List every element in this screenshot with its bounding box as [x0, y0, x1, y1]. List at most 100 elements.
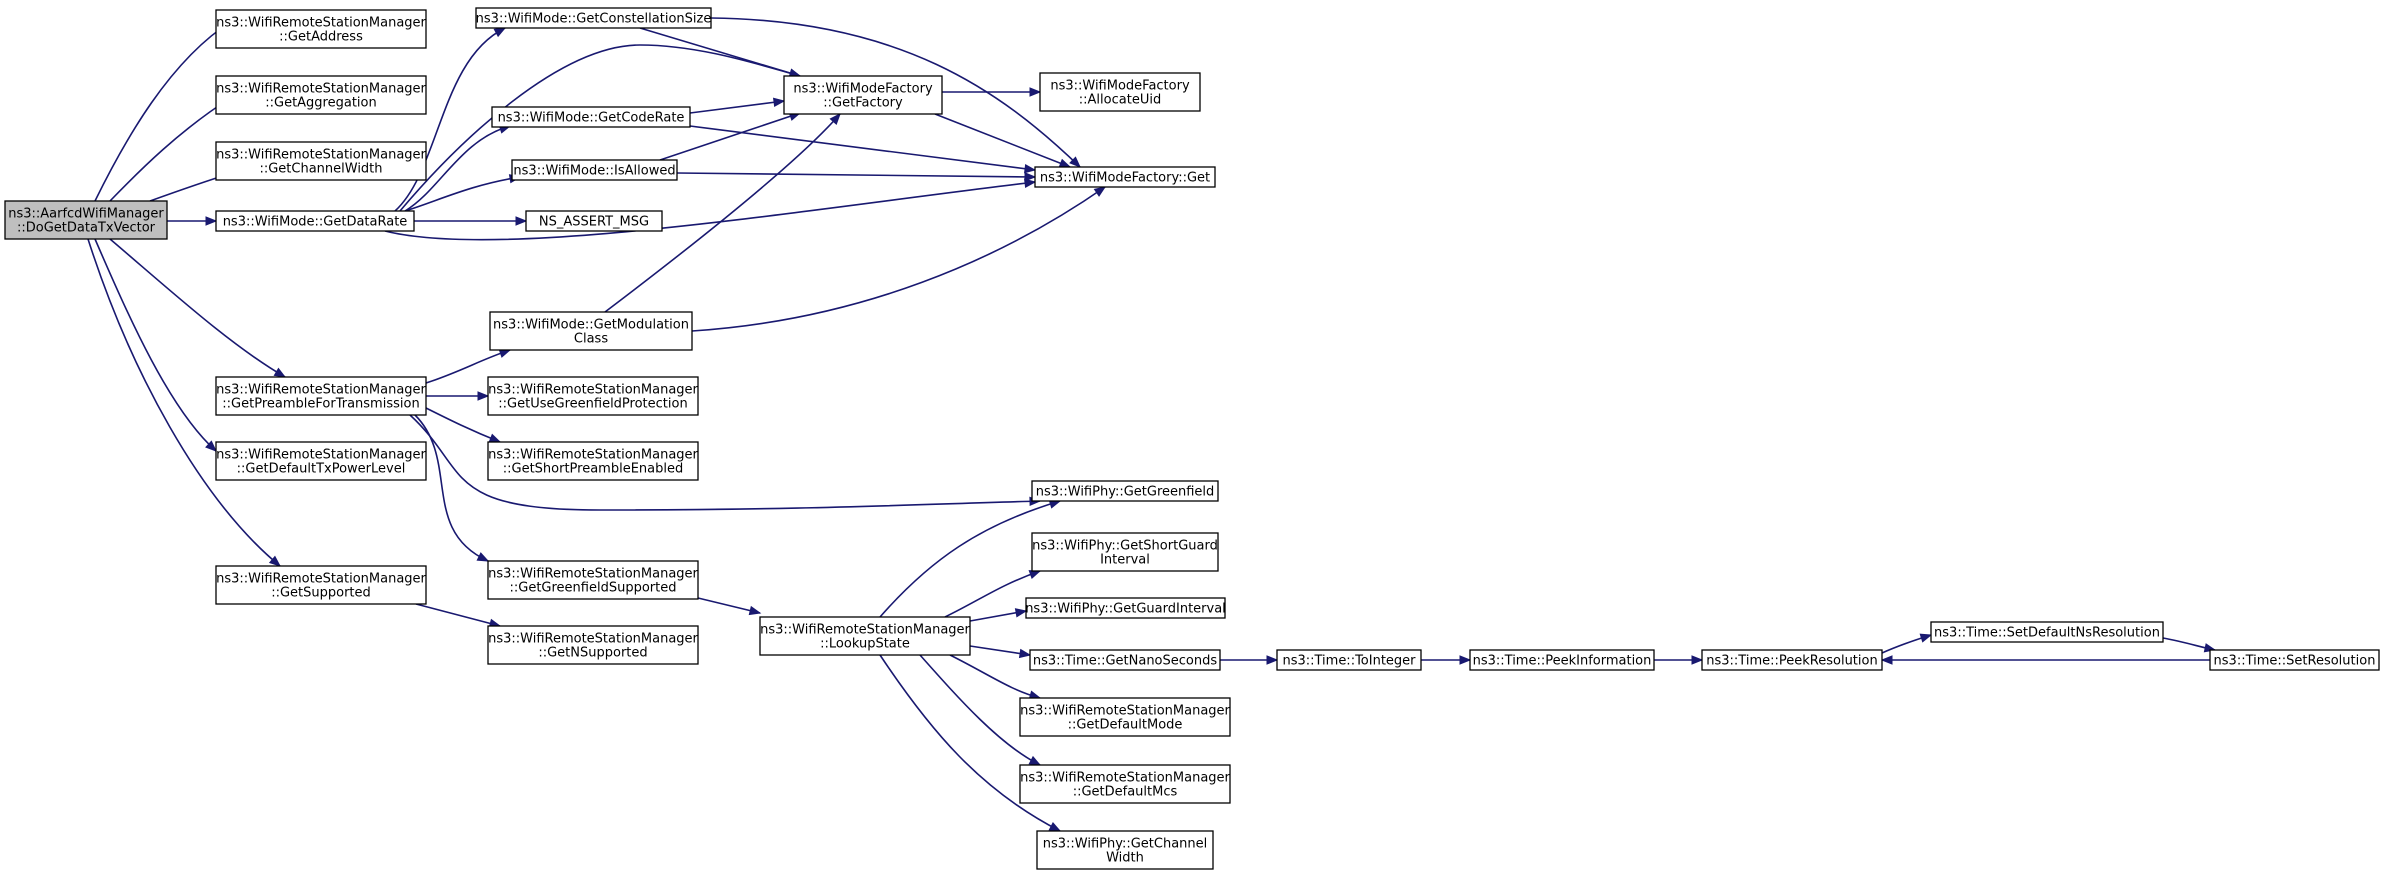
arrowhead [1266, 655, 1279, 665]
arrowhead [1029, 87, 1042, 97]
arrowhead [1014, 608, 1028, 618]
node-label-line: ns3::WifiRemoteStationManager [488, 632, 698, 647]
node-box [1039, 72, 1201, 112]
node-getconst[interactable]: ns3::WifiMode::GetConstellationSize [475, 7, 712, 29]
node-label-line: ns3::WifiRemoteStationManager [216, 572, 426, 587]
node-label-line: Class [574, 332, 608, 347]
node-label-line: ::AllocateUid [1079, 93, 1161, 108]
node-label-line: ::GetChannelWidth [259, 162, 382, 177]
node-getdefmcs[interactable]: ns3::WifiRemoteStationManager::GetDefaul… [1019, 764, 1231, 804]
node-box [783, 75, 943, 115]
arrowhead [1459, 655, 1472, 665]
node-label-line: ns3::WifiModeFactory::Get [1040, 171, 1210, 186]
node-getaddr[interactable]: ns3::WifiRemoteStationManager::GetAddres… [215, 9, 427, 49]
node-label-line: ns3::WifiPhy::GetGuardInterval [1025, 602, 1226, 617]
node-label-line: ns3::WifiRemoteStationManager [216, 82, 426, 97]
arrowhead [1069, 156, 1081, 168]
edge-lookup-to-getgi [969, 608, 1028, 622]
node-label-line: ns3::WifiRemoteStationManager [488, 383, 698, 398]
node-factget[interactable]: ns3::WifiModeFactory::Get [1034, 166, 1216, 188]
node-getchw[interactable]: ns3::WifiRemoteStationManager::GetChanne… [215, 141, 427, 181]
node-getnsupp[interactable]: ns3::WifiRemoteStationManager::GetNSuppo… [487, 625, 699, 665]
node-peekinfo[interactable]: ns3::Time::PeekInformation [1469, 649, 1655, 671]
arrowhead [829, 112, 841, 125]
edge-root-to-getdefaulttx [94, 238, 217, 452]
node-box [525, 210, 663, 232]
node-box [511, 159, 678, 181]
node-getchwphy[interactable]: ns3::WifiPhy::GetChannelWidth [1036, 830, 1214, 870]
node-getdefaulttx[interactable]: ns3::WifiRemoteStationManager::GetDefaul… [215, 441, 427, 481]
node-getgi[interactable]: ns3::WifiPhy::GetGuardInterval [1025, 597, 1226, 619]
arrowhead [1058, 158, 1072, 168]
node-allocuid[interactable]: ns3::WifiModeFactory::AllocateUid [1039, 72, 1201, 112]
node-label-line: ns3::Time::SetResolution [2214, 654, 2376, 669]
arrowhead [477, 391, 490, 401]
edge-getfactory-to-allocuid [942, 87, 1042, 97]
edge-root-to-getaggr [109, 96, 234, 202]
node-label-line: ::GetFactory [823, 96, 903, 111]
node-label-line: NS_ASSERT_MSG [539, 215, 649, 230]
node-getgfsupp[interactable]: ns3::WifiRemoteStationManager::GetGreenf… [487, 560, 699, 600]
node-label-line: ns3::Time::PeekResolution [1706, 654, 1877, 669]
node-label-line: ns3::WifiRemoteStationManager [216, 448, 426, 463]
node-setdefns[interactable]: ns3::Time::SetDefaultNsResolution [1930, 621, 2164, 643]
arrowhead [1028, 755, 1042, 766]
node-label-line: ns3::WifiPhy::GetGreenfield [1036, 485, 1215, 500]
node-label-line: ns3::AarfcdWifiManager [8, 207, 164, 222]
arrowhead [1048, 821, 1062, 832]
node-box [215, 141, 427, 181]
node-getgf[interactable]: ns3::WifiPhy::GetGreenfield [1031, 480, 1219, 502]
node-label-line: ::GetDefaultMcs [1073, 785, 1178, 800]
node-label-line: ns3::WifiRemoteStationManager [1020, 704, 1230, 719]
node-box [487, 560, 699, 600]
arrowhead [1024, 172, 1037, 182]
node-getfactory[interactable]: ns3::WifiModeFactory::GetFactory [783, 75, 943, 115]
node-getaggr[interactable]: ns3::WifiRemoteStationManager::GetAggreg… [215, 75, 427, 115]
edge-getdatarate-to-getfactory [399, 44, 802, 212]
node-box [1701, 649, 1883, 671]
node-peekres[interactable]: ns3::Time::PeekResolution [1701, 649, 1883, 671]
edge-getcoderate-to-getfactory [689, 97, 786, 114]
arrowhead [476, 552, 490, 562]
call-nodes: ns3::AarfcdWifiManager::DoGetDataTxVecto… [4, 7, 2380, 870]
node-getshortpre[interactable]: ns3::WifiRemoteStationManager::GetShortP… [487, 441, 699, 481]
node-label-line: ns3::WifiMode::IsAllowed [513, 164, 675, 179]
edge-lookup-to-getchwphy [879, 654, 1062, 832]
node-getdatarate[interactable]: ns3::WifiMode::GetDataRate [215, 210, 415, 232]
node-lookup[interactable]: ns3::WifiRemoteStationManager::LookupSta… [759, 616, 971, 656]
edge-isallowed-to-factget [676, 172, 1037, 182]
node-box [489, 311, 693, 351]
node-box [487, 625, 699, 665]
node-label-line: ::GetGreenfieldSupported [510, 581, 677, 596]
node-label-line: ::DoGetDataTxVector [17, 221, 156, 236]
node-label-line: ns3::WifiRemoteStationManager [1020, 771, 1230, 786]
node-label-line: ::GetNSupported [538, 646, 647, 661]
edge-getpreamble-to-getgfsupp [414, 414, 490, 562]
node-getsupported[interactable]: ns3::WifiRemoteStationManager::GetSuppor… [215, 565, 427, 605]
node-label-line: ns3::WifiModeFactory [1050, 79, 1190, 94]
node-getusegf[interactable]: ns3::WifiRemoteStationManager::GetUseGre… [487, 376, 699, 416]
node-toint[interactable]: ns3::Time::ToInteger [1276, 649, 1422, 671]
node-isallowed[interactable]: ns3::WifiMode::IsAllowed [511, 159, 678, 181]
arrowhead [1024, 178, 1037, 188]
edge-lookup-to-getnano [969, 645, 1032, 659]
edge-setdefns-to-setres [2162, 637, 2217, 653]
node-box [1029, 649, 1221, 671]
node-label-line: ns3::Time::SetDefaultNsResolution [1934, 626, 2160, 641]
edge-getmodclass-to-factget [691, 186, 1107, 332]
node-getpreamble[interactable]: ns3::WifiRemoteStationManager::GetPreamb… [215, 376, 427, 416]
node-root[interactable]: ns3::AarfcdWifiManager::DoGetDataTxVecto… [4, 200, 168, 240]
node-getnano[interactable]: ns3::Time::GetNanoSeconds [1029, 649, 1221, 671]
edge-getnano-to-toint [1220, 655, 1279, 665]
edge-peekinfo-to-peekres [1654, 655, 1704, 665]
node-setres[interactable]: ns3::Time::SetResolution [2209, 649, 2380, 671]
node-box [215, 75, 427, 115]
node-getdefmode[interactable]: ns3::WifiRemoteStationManager::GetDefaul… [1019, 697, 1231, 737]
node-label-line: ns3::Time::PeekInformation [1473, 654, 1652, 669]
arrowhead [205, 440, 217, 452]
node-label-line: ::LookupState [820, 637, 910, 652]
node-nsassert[interactable]: NS_ASSERT_MSG [525, 210, 663, 232]
node-getcoderate[interactable]: ns3::WifiMode::GetCodeRate [491, 106, 691, 128]
